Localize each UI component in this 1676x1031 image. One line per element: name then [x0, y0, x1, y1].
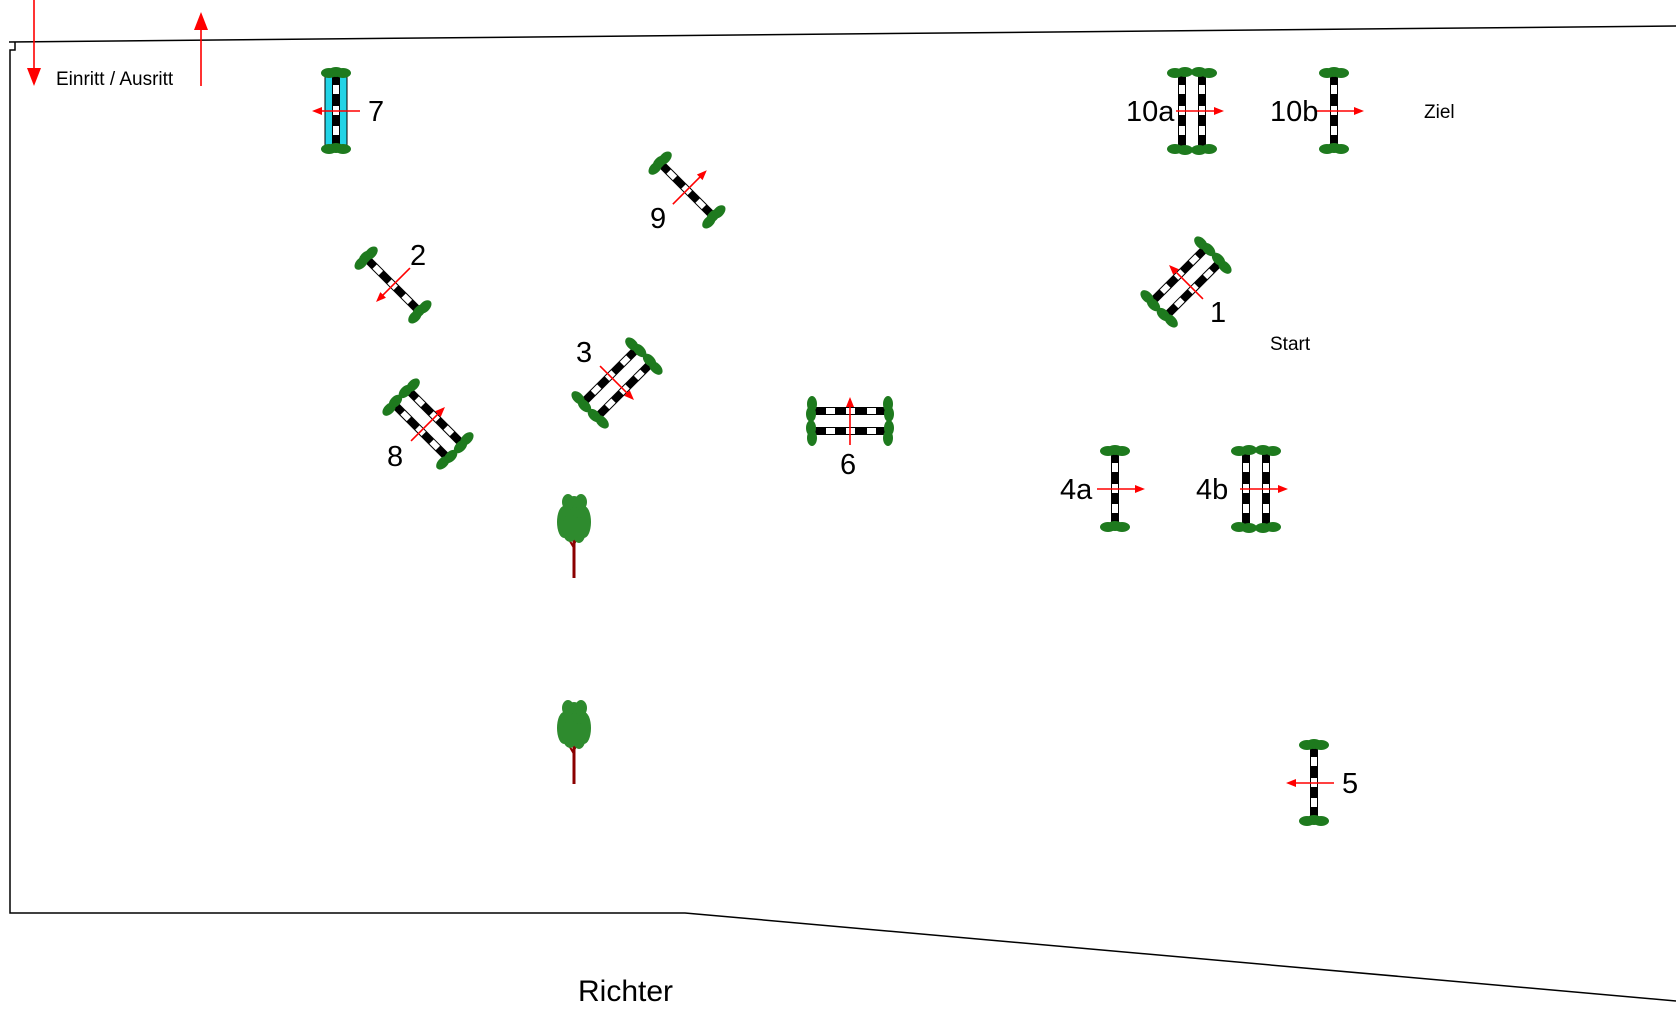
tree-icon [555, 492, 593, 580]
obstacle-4b-oxer-icon [1231, 445, 1289, 533]
obstacle-10a-number: 10a [1126, 96, 1175, 128]
finish-label: Ziel [1424, 102, 1455, 123]
obstacle-10b-number: 10b [1270, 96, 1318, 128]
arena-outline-left [9, 42, 1676, 1002]
obstacle-4a-vertical-icon [1096, 445, 1146, 532]
tree-icon [555, 698, 593, 786]
arena-outline [8, 25, 1676, 43]
obstacle-1-number: 1 [1210, 297, 1226, 329]
obstacle-3-number: 3 [576, 337, 592, 369]
obstacle-4a-number: 4a [1060, 474, 1093, 506]
obstacle-7-water-jump-icon [311, 67, 361, 154]
obstacle-2-number: 2 [410, 240, 426, 272]
entry-arrow-icon [27, 0, 41, 86]
obstacle-4b-number: 4b [1196, 474, 1228, 506]
obstacle-6-number: 6 [840, 449, 856, 481]
entry-exit-label: Einritt / Ausritt [56, 69, 174, 90]
obstacle-8-number: 8 [387, 441, 403, 473]
obstacle-5-number: 5 [1342, 768, 1358, 800]
start-label: Start [1270, 334, 1311, 355]
obstacle-7-number: 7 [368, 96, 384, 128]
obstacle-10b-vertical-icon [1315, 67, 1365, 154]
obstacle-5-vertical-icon [1285, 739, 1335, 826]
obstacle-10a-oxer-icon [1167, 67, 1225, 155]
obstacle-9-number: 9 [650, 203, 666, 235]
obstacle-6-oxer-icon [806, 396, 894, 446]
exit-arrow-icon [194, 12, 208, 86]
judge-label: Richter [578, 975, 673, 1008]
